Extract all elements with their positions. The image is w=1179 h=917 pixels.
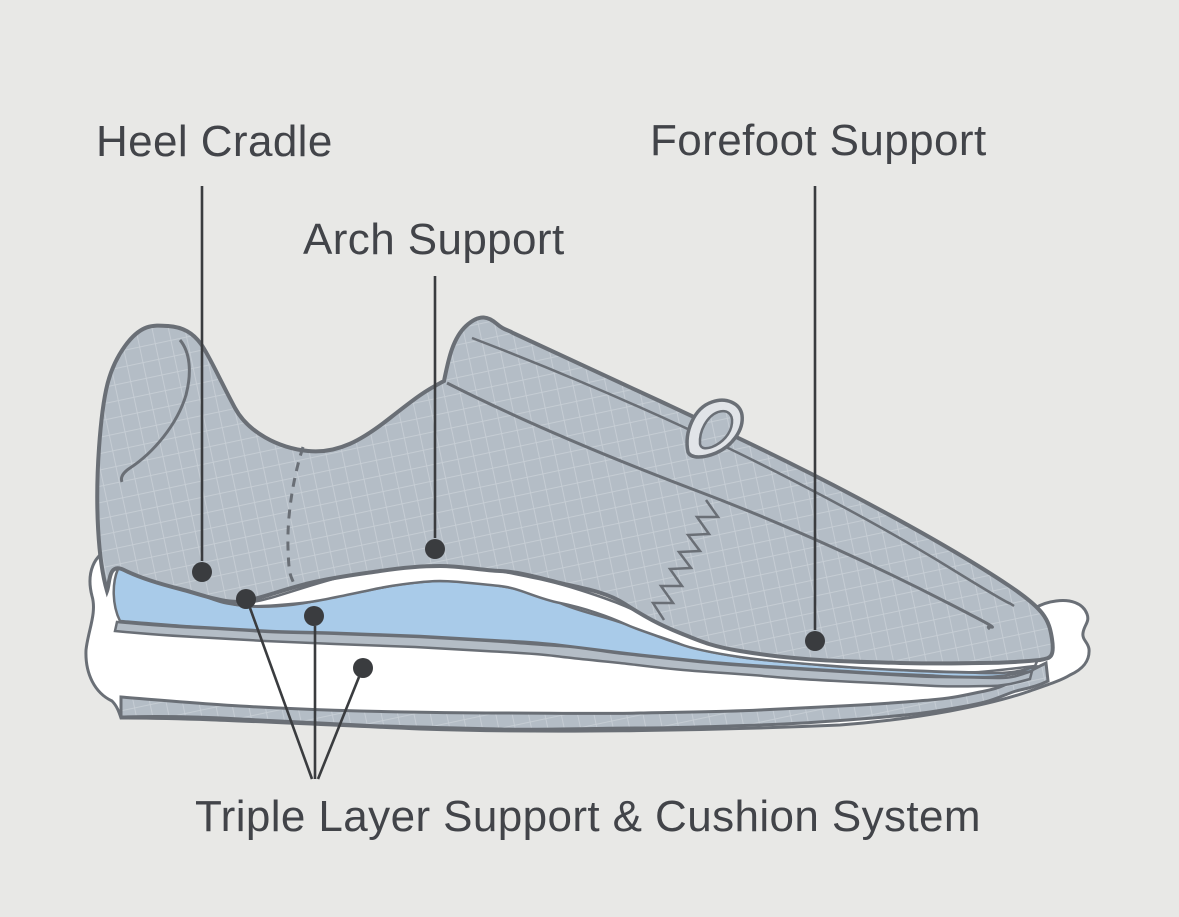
midsole-outline <box>84 547 1091 733</box>
triple-layer-marker-dot-bottom <box>353 658 373 678</box>
triple-layer-leader-line-3 <box>316 676 361 780</box>
tongue-band-top-seam <box>471 336 1015 608</box>
midfoot-dashed-seam <box>286 446 305 588</box>
callout-label-heel-cradle: Heel Cradle <box>96 117 333 166</box>
triple-layer-marker-dot-top <box>236 589 256 609</box>
forefoot-support-marker-dot <box>805 631 825 651</box>
heel-cradle-marker-dot <box>192 562 212 582</box>
outsole-strip <box>119 660 1050 731</box>
triple-layer-leader-line-1 <box>248 607 314 780</box>
arch-support-marker-dot <box>425 539 445 559</box>
callout-label-triple-layer: Triple Layer Support & Cushion System <box>195 792 981 841</box>
callout-label-forefoot-support: Forefoot Support <box>650 116 987 165</box>
zigzag-stitch <box>650 499 721 621</box>
heel-panel-seam <box>120 339 191 483</box>
triple-layer-marker-dot-middle <box>304 606 324 626</box>
tongue-band-lower-edge <box>446 381 994 631</box>
lace-loop-opening <box>698 409 734 450</box>
callout-label-arch-support: Arch Support <box>303 215 565 264</box>
